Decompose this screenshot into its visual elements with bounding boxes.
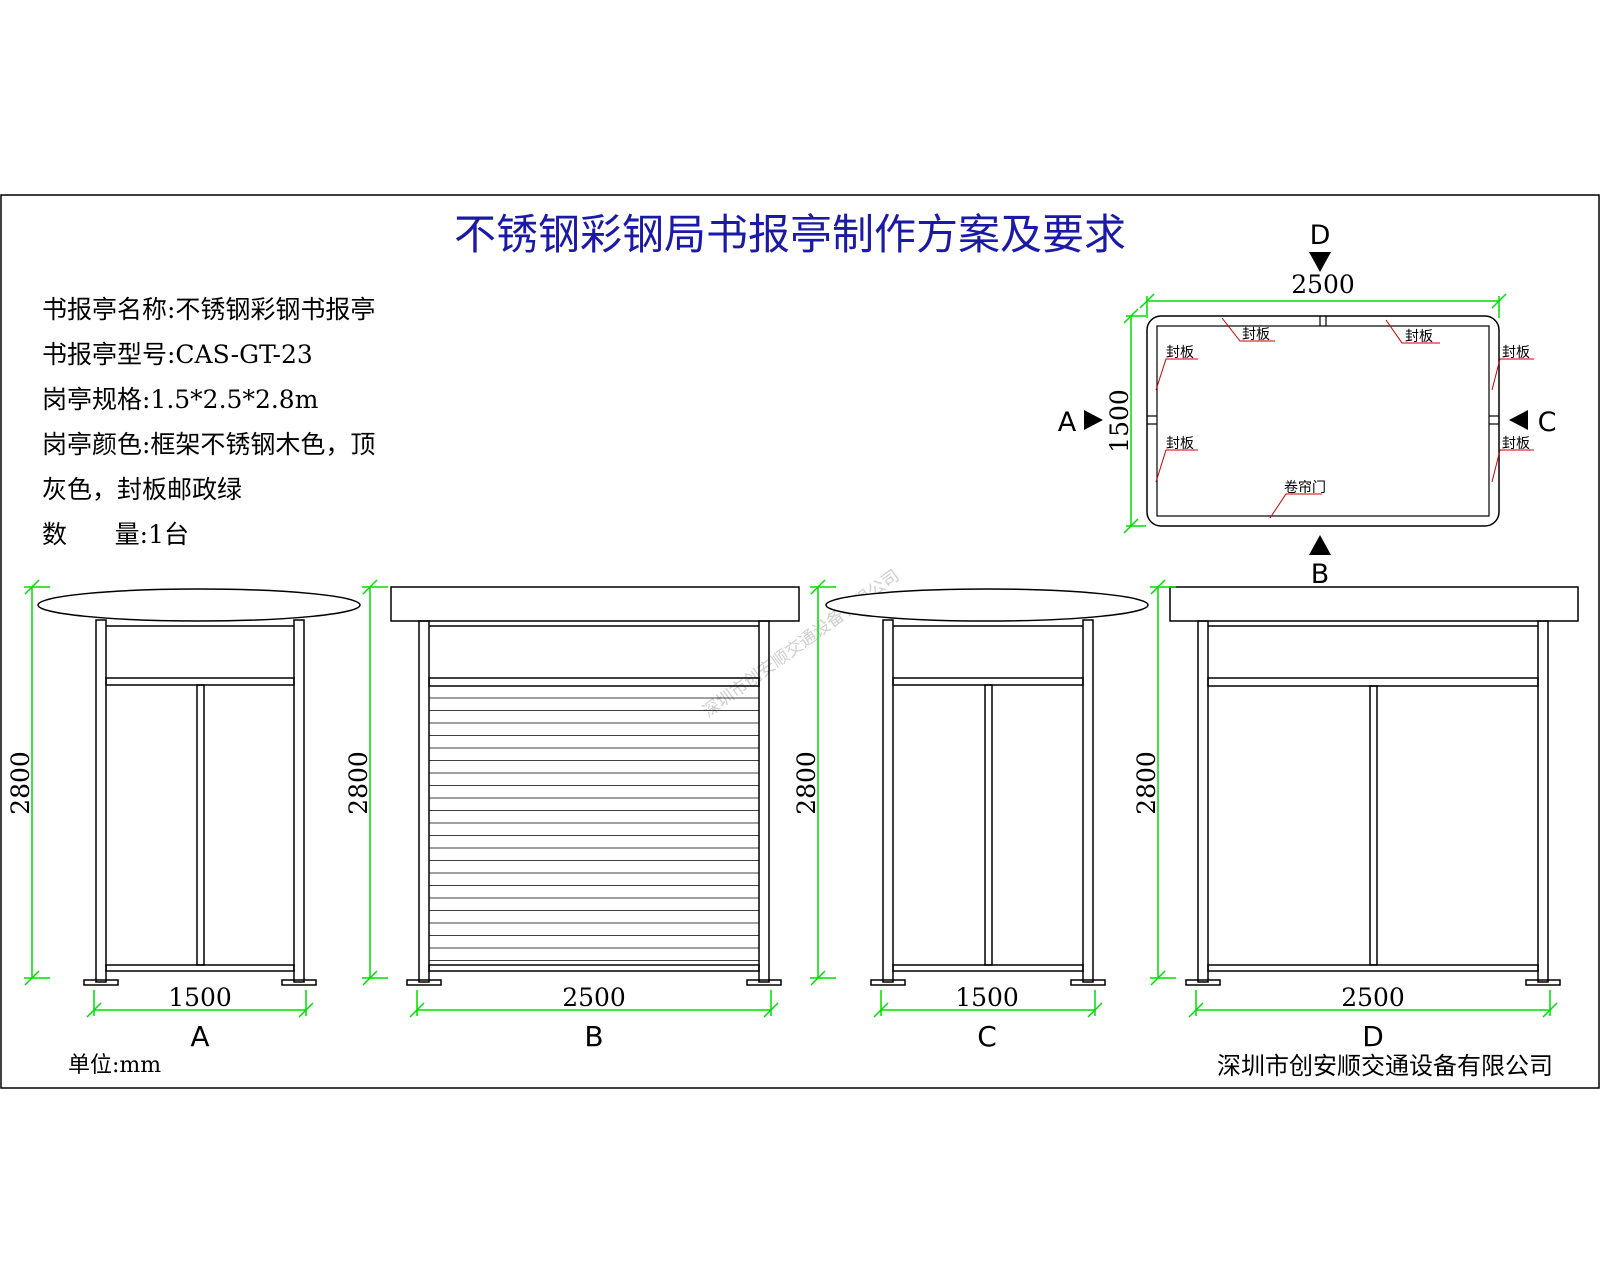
panel-label-top-left: 封板: [1242, 327, 1270, 343]
dims-c: [810, 579, 1103, 1018]
door-label: 卷帘门: [1284, 480, 1326, 496]
panel-label-top-right: 封板: [1405, 329, 1433, 345]
spec-color: 岗亭颜色:框架不锈钢木色，顶: [42, 430, 375, 459]
height-label-b: 2800: [344, 751, 373, 815]
elevation-b: [390, 586, 800, 986]
panel-label-left-upper: 封板: [1166, 345, 1194, 361]
view-marker-d-label: D: [1310, 220, 1331, 251]
width-label-b: 2500: [562, 983, 626, 1012]
plan-leaders: [1155, 317, 1534, 519]
company-name: 深圳市创安顺交通设备有限公司: [1217, 1052, 1553, 1080]
view-marker-a-label: A: [1058, 407, 1077, 438]
dims-d: [1150, 579, 1558, 1018]
view-marker-a-arrow: [1084, 410, 1103, 430]
spec-size: 岗亭规格:1.5*2.5*2.8m: [42, 385, 319, 414]
plan-inner: [1156, 325, 1490, 517]
height-label-d: 2800: [1132, 751, 1161, 815]
width-label-c: 1500: [955, 983, 1019, 1012]
roller-shutter: [429, 697, 759, 961]
plan-outline: [1146, 315, 1500, 527]
height-label-a: 2800: [6, 751, 35, 815]
plan-depth-label: 1500: [1105, 389, 1134, 453]
view-label-b: B: [584, 1020, 603, 1053]
view-marker-c-label: C: [1538, 407, 1557, 438]
width-label-a: 1500: [168, 983, 232, 1012]
view-label-a: A: [190, 1020, 209, 1053]
roof-slab-d: [1169, 586, 1579, 622]
elevation-a: [37, 588, 361, 986]
elevation-c: [825, 588, 1149, 986]
view-label-d: D: [1362, 1020, 1384, 1053]
view-marker-b-arrow: [1309, 535, 1331, 555]
spec-quantity: 数 量:1台: [42, 520, 189, 549]
height-label-c: 2800: [792, 751, 821, 815]
roof-ellipse-a: [37, 588, 361, 622]
view-marker-d-arrow: [1309, 252, 1331, 272]
unit-label: 单位:mm: [68, 1053, 161, 1078]
elevation-d: [1169, 586, 1579, 986]
width-label-d: 2500: [1341, 983, 1405, 1012]
drawing-border: [0, 194, 1600, 1089]
plan-dimensions: [1123, 293, 1507, 534]
plan-view: 2500 1500 封板 封板 封板 封板 封板 封板 卷帘门 D B A C: [1058, 220, 1557, 590]
panel-label-right-lower: 封板: [1502, 436, 1530, 452]
spec-model: 书报亭型号:CAS-GT-23: [42, 340, 313, 369]
plan-width-label: 2500: [1291, 270, 1355, 299]
view-marker-b-label: B: [1311, 559, 1330, 590]
spec-block: 书报亭名称:不锈钢彩钢书报亭 书报亭型号:CAS-GT-23 岗亭规格:1.5*…: [42, 295, 375, 549]
dims-b: [362, 579, 779, 1018]
spec-name: 书报亭名称:不锈钢彩钢书报亭: [42, 295, 375, 324]
roof-slab-b: [390, 586, 800, 622]
roof-ellipse-c: [825, 588, 1149, 622]
spec-color-cont: 灰色，封板邮政绿: [42, 475, 242, 504]
view-label-c: C: [977, 1020, 997, 1053]
drawing-title: 不锈钢彩钢局书报亭制作方案及要求: [454, 210, 1126, 259]
dims-a: [24, 579, 314, 1018]
view-marker-c-arrow: [1509, 410, 1528, 430]
panel-label-right-upper: 封板: [1502, 345, 1530, 361]
panel-label-left-lower: 封板: [1166, 436, 1194, 452]
